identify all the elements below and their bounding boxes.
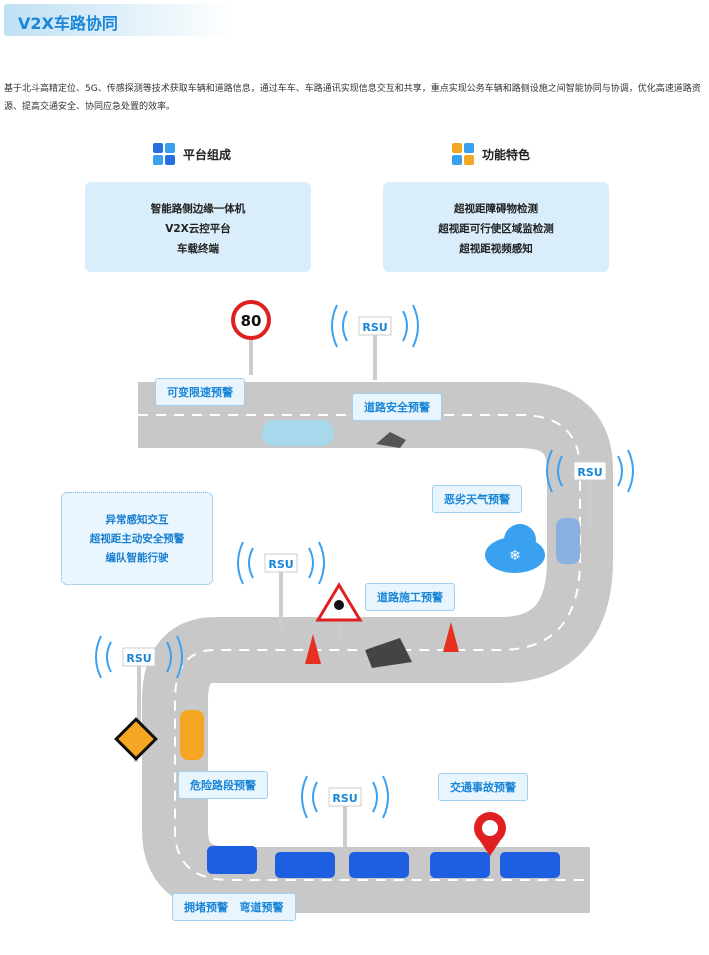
feature-item: 超视距障碍物检测 [454, 203, 538, 215]
label-variable-speed: 可变限速预警 [155, 378, 245, 406]
accident-marker-icon [474, 812, 506, 856]
title-bar: V2X车路协同 [4, 4, 234, 36]
blue-car [275, 852, 335, 878]
label-dangerous-section: 危险路段预警 [178, 771, 268, 799]
falling-rock-sign [114, 717, 158, 762]
vintage-car [262, 420, 334, 446]
platform-card: 智能路侧边缘一体机 V2X云控平台 车载终端 [85, 182, 311, 272]
speed-limit-value: 80 [241, 312, 262, 330]
blue-car [207, 846, 257, 874]
blue-car [430, 852, 490, 878]
blue-car [500, 852, 560, 878]
pothole [365, 638, 412, 668]
speed-limit-sign: 80 [231, 300, 271, 375]
blue-car [349, 852, 409, 878]
platform-icon [153, 143, 175, 165]
road [138, 382, 613, 913]
capabilities-card: 异常感知交互 超视距主动安全预警 编队智能行驶 [61, 492, 213, 585]
platform-heading-text: 平台组成 [183, 147, 232, 162]
feature-item: 超视距可行使区域监检测 [438, 223, 554, 235]
svg-text:RSU: RSU [268, 558, 293, 571]
svg-text:RSU: RSU [362, 321, 387, 334]
rsu-sign: RSU [301, 775, 389, 851]
page-title: V2X车路协同 [18, 14, 118, 33]
features-heading: 功能特色 [452, 143, 530, 165]
svg-text:❄: ❄ [509, 548, 521, 564]
features-card: 超视距障碍物检测 超视距可行使区域监检测 超视距视频感知 [383, 182, 609, 272]
intro-text: 基于北斗高精定位、5G、传感探测等技术获取车辆和道路信息，通过车车、车路通讯实现… [4, 84, 701, 112]
svg-text:RSU: RSU [126, 652, 151, 665]
label-accident: 交通事故预警 [438, 773, 528, 801]
label-bad-weather: 恶劣天气预警 [432, 485, 522, 513]
svg-text:RSU: RSU [577, 466, 602, 479]
svg-text:RSU: RSU [332, 792, 357, 805]
rsu-sign: RSU [237, 541, 325, 632]
label-road-safety: 道路安全预警 [352, 393, 442, 421]
rock [376, 432, 406, 448]
platform-item: 车载终端 [177, 243, 219, 255]
car [556, 518, 580, 564]
label-construction: 道路施工预警 [365, 583, 455, 611]
rsu-sign: RSU [95, 635, 183, 726]
construction-sign [315, 582, 363, 640]
features-icon [452, 143, 474, 165]
capability-item: 异常感知交互 [105, 514, 169, 526]
weather-cloud-icon: ❄ [485, 524, 545, 573]
traffic-cone [443, 622, 459, 652]
feature-item: 超视距视频感知 [459, 243, 533, 255]
features-heading-text: 功能特色 [482, 147, 531, 162]
capability-item: 编队智能行驶 [105, 552, 169, 564]
capability-item: 超视距主动安全预警 [89, 533, 185, 545]
platform-item: V2X云控平台 [165, 223, 231, 235]
road-center-line [138, 414, 590, 881]
label-congestion-curve: 拥堵预警 弯道预警 [172, 893, 296, 921]
car [180, 710, 204, 760]
traffic-cone [305, 634, 321, 664]
platform-item: 智能路侧边缘一体机 [150, 203, 246, 215]
rsu-sign: RSU [331, 304, 419, 380]
rsu-sign: RSU [546, 449, 634, 530]
platform-heading: 平台组成 [153, 143, 231, 165]
